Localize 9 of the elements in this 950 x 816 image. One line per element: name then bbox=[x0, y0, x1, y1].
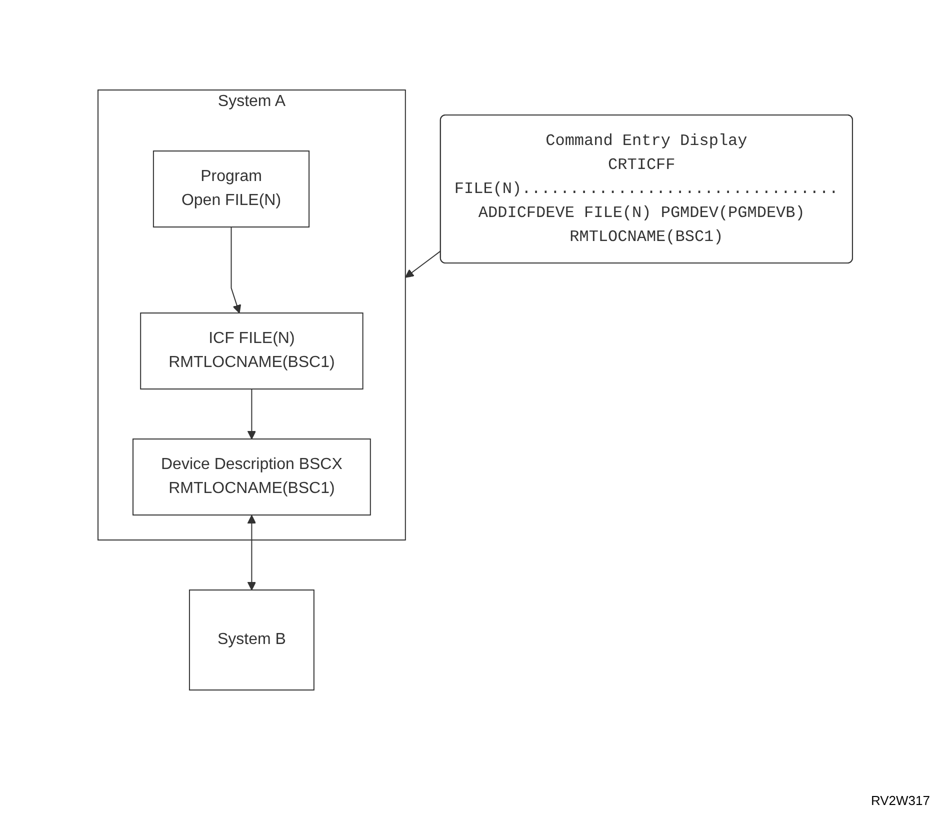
arrow bbox=[404, 250, 441, 278]
arrow bbox=[247, 515, 256, 590]
node-box: ICF FILE(N) RMTLOCNAME(BSC1) bbox=[140, 312, 364, 390]
node-box: System B bbox=[188, 590, 314, 690]
arrow bbox=[230, 226, 241, 314]
node-box: Device Description BSCX RMTLOCNAME(BSC1) bbox=[132, 438, 371, 516]
node-box: Program Open FILE(N) bbox=[152, 150, 310, 228]
figure-id: RV2W317 bbox=[870, 793, 930, 808]
arrow bbox=[247, 388, 256, 440]
